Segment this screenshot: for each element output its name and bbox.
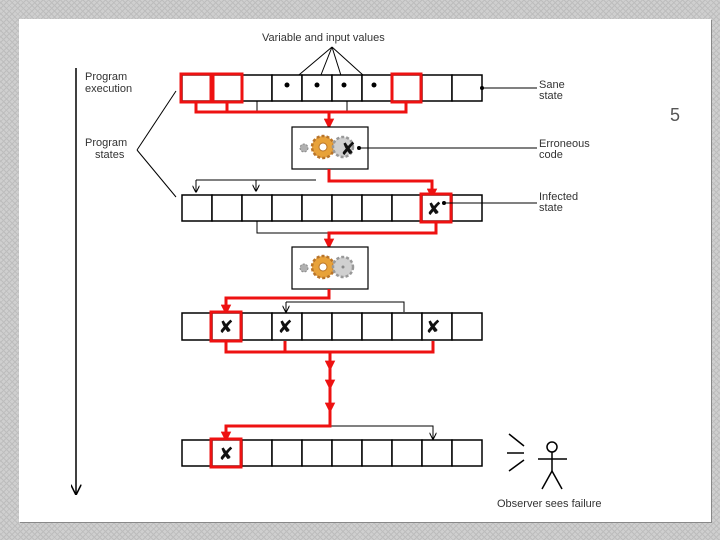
row3-mark-2: ✘ [277, 317, 292, 338]
variable-inputs-label: Variable and input values [262, 32, 385, 44]
infection-path-to-code2 [323, 222, 438, 250]
program-states-bracket-down [136, 149, 177, 198]
infection-path-to-row2 [327, 169, 438, 200]
gear-icon [299, 254, 355, 280]
input-dots [284, 82, 377, 88]
row2-input-arrows [195, 179, 316, 191]
state-row-3 [181, 312, 483, 341]
observer-stick-figure-icon [507, 433, 567, 490]
row3-infection-collector [224, 341, 435, 354]
gear-icon [299, 134, 355, 160]
infected-cell-mark: ✘ [426, 199, 441, 220]
infected-row-collector [256, 221, 329, 234]
state-row-failure [181, 439, 483, 467]
infection-path-to-row3 [220, 289, 331, 316]
failure-cell-highlight [209, 437, 243, 469]
row3-input-arrows [286, 301, 405, 312]
sane-state-pointer-dot [480, 86, 484, 90]
erroneous-code-pointer-dot [357, 146, 361, 150]
state-row-infected [181, 194, 483, 222]
sane-row-collector [256, 101, 348, 112]
row3-mark-3: ✘ [425, 317, 440, 338]
program-states-bracket-up [136, 90, 177, 151]
infection-path-to-row4 [220, 411, 332, 443]
page-number: 5 [670, 105, 680, 125]
observer-label: Observer sees failure [497, 498, 602, 510]
sane-row-infection-collector [194, 102, 408, 127]
infected-state-pointer-dot [442, 201, 446, 205]
row3-mark-1: ✘ [218, 317, 233, 338]
failure-cell-mark: ✘ [218, 444, 233, 465]
erroneous-code-mark: ✘ [340, 139, 355, 160]
state-row-sane [181, 74, 483, 102]
row4-input-arrow [330, 425, 433, 439]
